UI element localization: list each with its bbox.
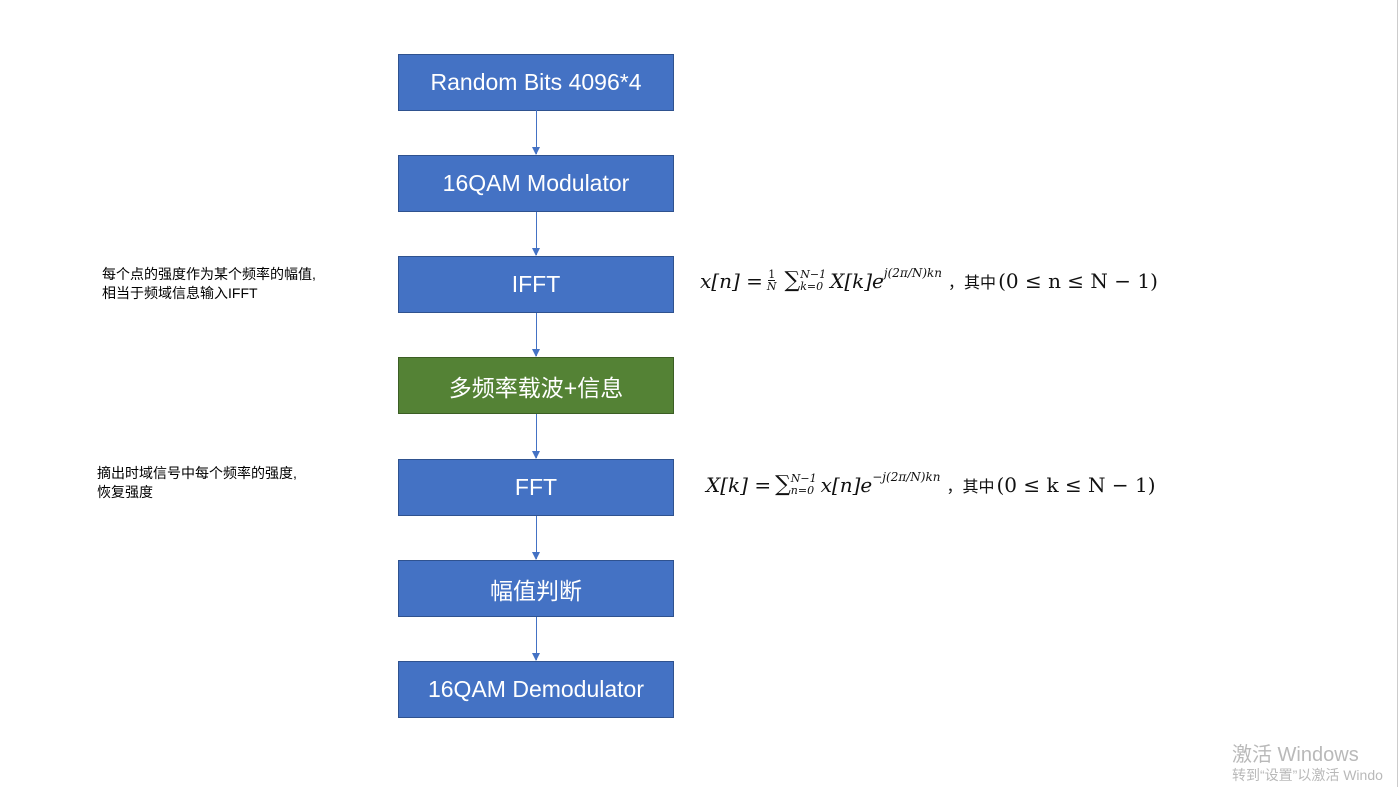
ifft-note-line1: 每个点的强度作为某个频率的幅值, xyxy=(102,266,316,282)
block-ifft: IFFT xyxy=(398,256,674,313)
fft-lhs: X[k] = xyxy=(706,472,772,497)
ifft-note-line2: 相当于频域信息输入IFFT xyxy=(102,285,258,301)
lower-limit: n=0 xyxy=(790,483,815,497)
block-fft: FFT xyxy=(398,459,674,516)
fft-note: 摘出时域信号中每个频率的强度, 恢复强度 xyxy=(97,464,297,502)
arrow xyxy=(532,110,540,155)
arrow xyxy=(532,414,540,459)
arrow xyxy=(532,212,540,256)
block-multicarrier: 多频率载波+信息 xyxy=(398,357,674,414)
block-amplitude-decision: 幅值判断 xyxy=(398,560,674,617)
ifft-note: 每个点的强度作为某个频率的幅值, 相当于频域信息输入IFFT xyxy=(102,265,316,303)
ifft-condition: (0 ≤ n ≤ N − 1) xyxy=(998,268,1158,293)
fft-term: x[n]e xyxy=(820,472,873,497)
arrow xyxy=(532,516,540,560)
fft-note-line2: 恢复强度 xyxy=(97,484,153,500)
numerator: 1 xyxy=(768,268,776,281)
block-16qam-modulator: 16QAM Modulator xyxy=(398,155,674,212)
watermark-title: 激活 Windows xyxy=(1232,744,1359,766)
upper-limit: N−1 xyxy=(790,471,817,485)
ifft-exponent: j(2π/N)kn xyxy=(883,265,943,280)
upper-limit: N−1 xyxy=(800,267,827,281)
ifft-lhs: x[n] = xyxy=(700,268,763,293)
fft-exponent: −j(2π/N)kn xyxy=(872,469,941,484)
fft-note-line1: 摘出时域信号中每个频率的强度, xyxy=(97,465,297,481)
arrow xyxy=(532,617,540,661)
arrow xyxy=(532,313,540,357)
block-16qam-demodulator: 16QAM Demodulator xyxy=(398,661,674,718)
window-edge xyxy=(1397,0,1398,787)
separator: ，其中 xyxy=(948,272,997,292)
block-random-bits: Random Bits 4096*4 xyxy=(398,54,674,111)
denominator: N xyxy=(766,280,777,293)
fft-condition: (0 ≤ k ≤ N − 1) xyxy=(996,472,1156,497)
ifft-term: X[k]e xyxy=(830,268,884,293)
separator: ，其中 xyxy=(946,476,995,496)
watermark-subtitle: 转到“设置”以激活 Windo xyxy=(1232,767,1383,783)
lower-limit: k=0 xyxy=(800,279,824,293)
